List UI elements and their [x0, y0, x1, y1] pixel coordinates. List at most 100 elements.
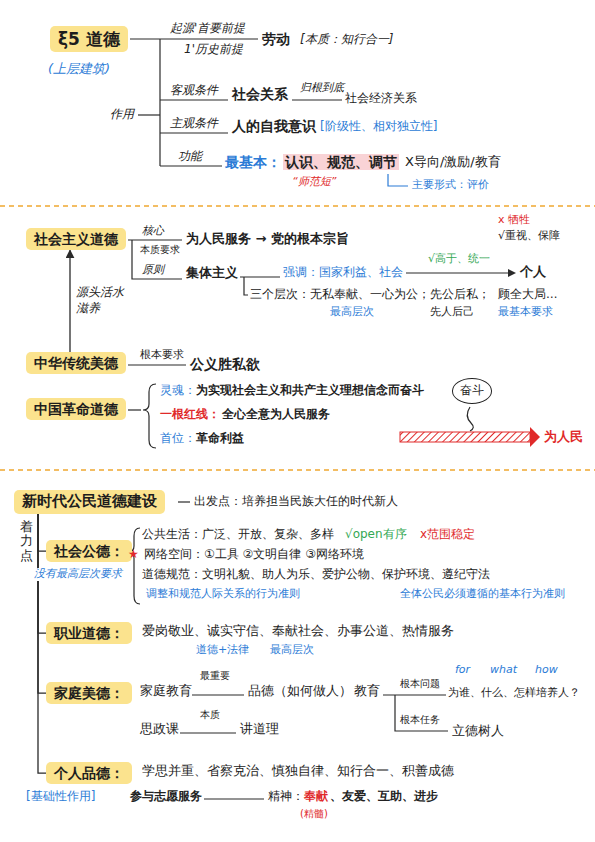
note-label: 顾全大局…	[498, 288, 558, 301]
emphasis-arrow	[406, 269, 516, 277]
note-label: 为人民	[544, 430, 583, 445]
node-text: 奋斗	[460, 383, 484, 397]
band-arrow-head	[530, 427, 540, 447]
note-label: 最重要	[200, 670, 230, 682]
note-label: 道德规范：文明礼貌、助人为乐、爱护公物、保护环境、遵纪守法	[142, 568, 490, 582]
note-label: 客观条件	[170, 84, 218, 98]
note-label: 先人后己	[430, 306, 474, 319]
note-label: 集体主义	[186, 266, 238, 281]
note-label: 三个层次：无私奉献、一心为公；	[250, 288, 430, 301]
stick-line	[467, 407, 473, 431]
note-label: 核心	[142, 225, 164, 238]
note-label: x范围稳定	[420, 528, 475, 542]
edge-label: 源头活水 滋养	[76, 285, 128, 316]
note-label: 讲道理	[240, 722, 279, 736]
note-label: 起源'首要前提	[170, 22, 245, 36]
note-label: 社会经济关系	[345, 92, 417, 106]
bracket-line	[159, 39, 160, 166]
note-label: 原则	[142, 264, 164, 277]
bracket-line	[132, 240, 182, 279]
note-label: 着力点	[20, 520, 33, 563]
note-label: 最高层次	[270, 644, 314, 657]
connector	[38, 514, 46, 774]
note-label: 本质要求	[140, 244, 180, 256]
arrow-line	[406, 272, 508, 273]
note-label: 网络空间：①工具 ②文明自律 ③网络环境	[144, 548, 364, 562]
note-label: [基础性作用]	[26, 790, 95, 804]
note-label: √高于、统一	[428, 253, 490, 266]
note-label: for	[455, 664, 470, 677]
hatched-band	[400, 432, 530, 442]
bracket-line	[204, 798, 264, 799]
bracket-line	[178, 501, 190, 502]
chapter-heading: ξ5 道德	[50, 26, 128, 52]
note-label: “师范短”	[292, 176, 336, 189]
note-label: 根本问题	[400, 678, 440, 690]
subtopic-box: 家庭美德：	[46, 682, 132, 704]
note-label: 最基本要求	[498, 306, 553, 319]
bracket-line	[160, 99, 228, 100]
note-label: 灵魂：	[160, 384, 196, 398]
sign-bubble: 奋斗	[452, 378, 492, 404]
node-text: 个人品德：	[54, 765, 124, 781]
note-label: 爱岗敬业、诚实守信、奉献社会、办事公道、热情服务	[142, 624, 454, 638]
note-label: 家庭教育	[140, 684, 192, 698]
bracket-lines	[128, 39, 473, 799]
note-label: 、友爱、互助、进步	[330, 790, 438, 804]
note-label: 革命利益	[196, 432, 244, 446]
topic-box: 中华传统美德	[26, 352, 126, 374]
note-label: 思政课	[140, 722, 179, 736]
note-label: 精神：	[268, 790, 304, 804]
topic-box: 中国革命道德	[26, 398, 126, 420]
note-label: 出发点：培养担当民族大任的时代新人	[194, 495, 398, 509]
node-text: ξ5 道德	[58, 29, 120, 49]
note-label: 根本要求	[140, 349, 184, 362]
arrow-head	[508, 269, 516, 277]
note-label: 为人民服务 → 党的根本宗旨	[186, 232, 349, 247]
bracket-line	[240, 276, 280, 277]
connector	[69, 250, 70, 352]
note-label: 为谁、什么、怎样培养人？	[448, 687, 580, 700]
note-label: 主要形式：评价	[412, 179, 489, 192]
note-label: 调整和规范人际关系的行为准则	[146, 588, 300, 601]
note-label: [本质：知行合一]	[300, 33, 393, 47]
note-label: x 牺牲	[498, 214, 530, 227]
note-label: 全体公民必须遵循的基本行为准则	[400, 588, 565, 601]
note-label: 没有最高层次要求	[34, 568, 122, 581]
dashed-separator	[0, 469, 595, 471]
note-label: 最基本：	[225, 154, 281, 170]
bracket-line	[180, 732, 236, 733]
bracket-line	[128, 409, 141, 410]
note-label: how	[535, 664, 558, 677]
bracket-line	[128, 364, 186, 365]
note-label: 本质	[200, 709, 220, 721]
node-text: 新时代公民道德建设	[22, 492, 157, 510]
note-label: 先公后私；	[430, 288, 490, 301]
connector	[38, 514, 46, 552]
note-label: ★	[128, 548, 139, 562]
curly-brace	[143, 384, 156, 448]
node-text: 社会公德：	[54, 543, 124, 559]
dashed-separator	[0, 205, 595, 207]
note-label: 劳动	[262, 31, 290, 47]
bracket-line	[244, 277, 248, 295]
bracket-line	[128, 239, 182, 240]
note-label: 主观条件	[170, 117, 218, 131]
node-text: 家庭美德：	[54, 685, 124, 701]
red-band	[400, 427, 540, 447]
bracket-line	[192, 694, 244, 695]
note-label: [阶级性、相对独立性]	[320, 120, 437, 134]
curly-brace	[128, 528, 140, 604]
note-label: 一根红线：	[160, 408, 220, 422]
note-label: (上层建筑)	[48, 62, 110, 77]
bracket-line	[160, 132, 228, 133]
note-label: 归根到底	[300, 82, 344, 95]
note-label: 品德（如何做人）	[248, 684, 352, 698]
subtopic-box: 社会公德：	[46, 540, 132, 562]
leader-line	[388, 174, 408, 186]
note-label: 认识、规范、调节	[283, 154, 399, 170]
note-label: 全心全意为人民服务	[222, 408, 330, 422]
note-label: 道德+法律	[196, 644, 249, 657]
note-label: what	[490, 664, 517, 677]
note-label: 个人	[520, 265, 546, 280]
